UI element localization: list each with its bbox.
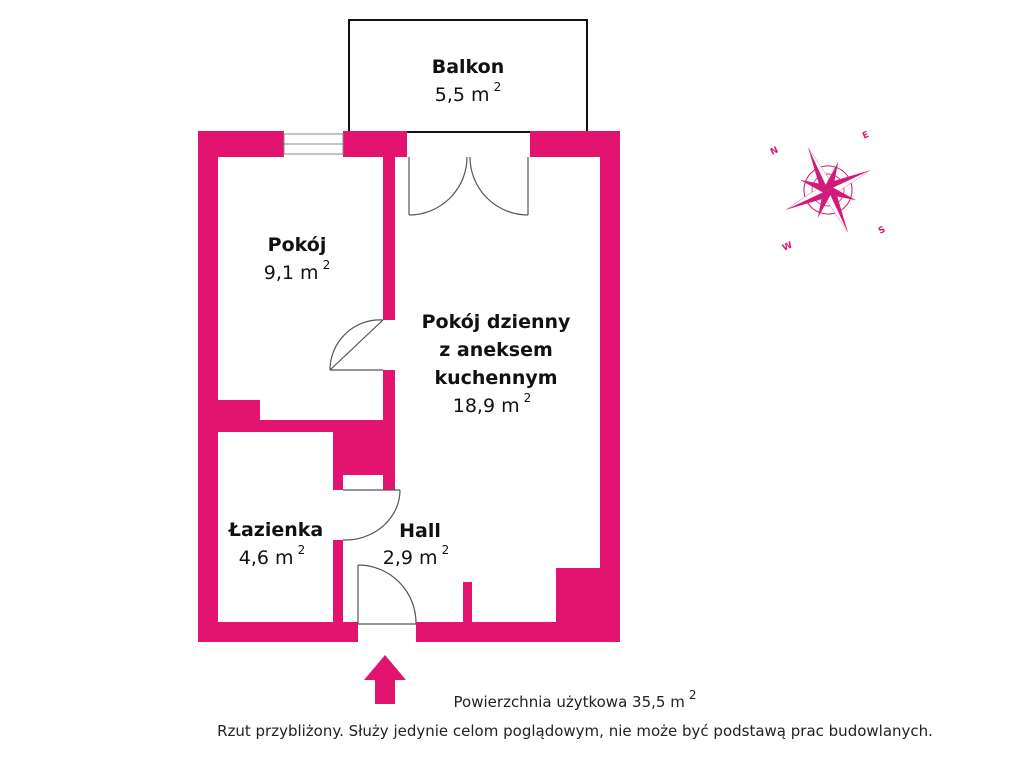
arrow-up-icon xyxy=(364,655,406,704)
balcony-outline xyxy=(348,19,588,133)
compass-n: N xyxy=(769,145,780,157)
room-door xyxy=(329,319,384,371)
living-room-name-line2: z aneksem xyxy=(439,339,553,361)
bathroom-name: Łazienka xyxy=(228,519,323,541)
compass-s: S xyxy=(877,225,887,237)
compass-rose-icon xyxy=(786,148,870,232)
living-room-name-line1: Pokój dzienny xyxy=(422,311,571,333)
living-room-name-line3: kuchennym xyxy=(434,367,557,389)
balcony-name: Balkon xyxy=(432,56,505,78)
balcony-door xyxy=(408,156,529,216)
disclaimer: Rzut przybliżony. Służy jedynie celom po… xyxy=(217,722,933,740)
compass-w: W xyxy=(781,240,794,253)
room-name: Pokój xyxy=(268,234,327,256)
bathroom-door xyxy=(342,489,401,541)
walls xyxy=(198,131,620,642)
compass-e: E xyxy=(861,130,871,142)
entrance-door xyxy=(357,564,417,625)
window xyxy=(283,133,344,155)
hall-name: Hall xyxy=(399,520,441,542)
